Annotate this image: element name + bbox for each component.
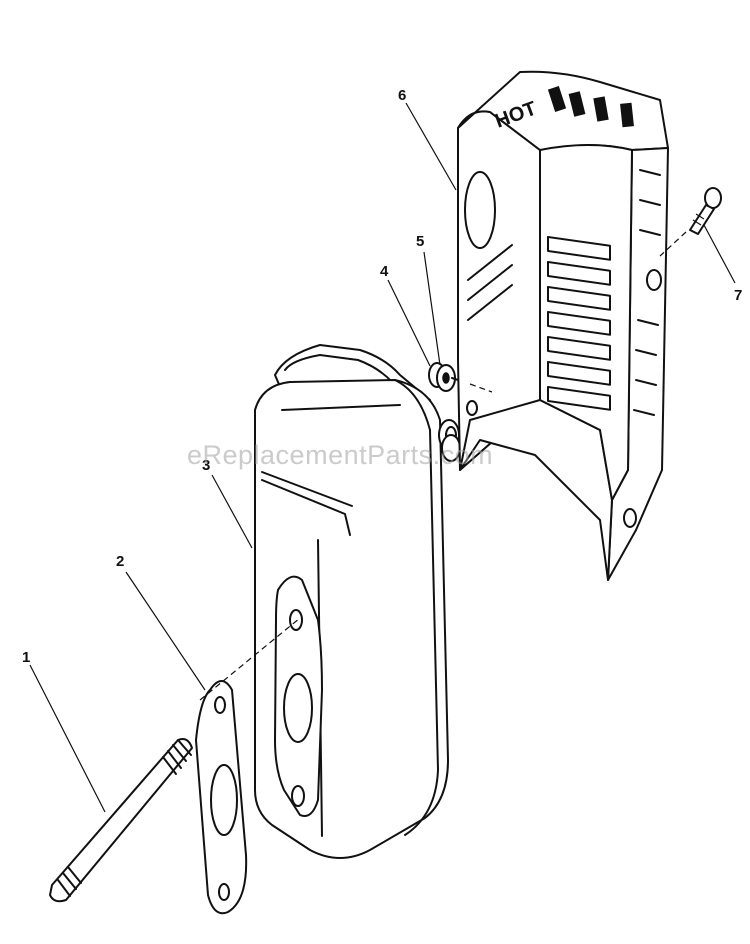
assembly-lines	[199, 231, 687, 701]
callout-6: 6	[398, 87, 406, 104]
callout-1: 1	[22, 649, 30, 666]
callout-leaders	[29, 102, 736, 813]
part-1-stud	[49, 738, 193, 903]
part-6-heat-shield: HOT	[457, 70, 669, 581]
callout-7: 7	[734, 287, 742, 304]
callout-4: 4	[380, 263, 389, 280]
part-2-gasket	[195, 680, 248, 915]
watermark-text: eReplacementParts.com	[187, 440, 494, 470]
callout-2: 2	[116, 553, 124, 570]
callout-labels: 1 2 3 4 5 6 7	[22, 87, 742, 666]
callout-3: 3	[202, 457, 210, 474]
callout-5: 5	[416, 233, 424, 250]
part-3-muffler	[254, 344, 449, 859]
part-7-screw	[689, 187, 722, 235]
